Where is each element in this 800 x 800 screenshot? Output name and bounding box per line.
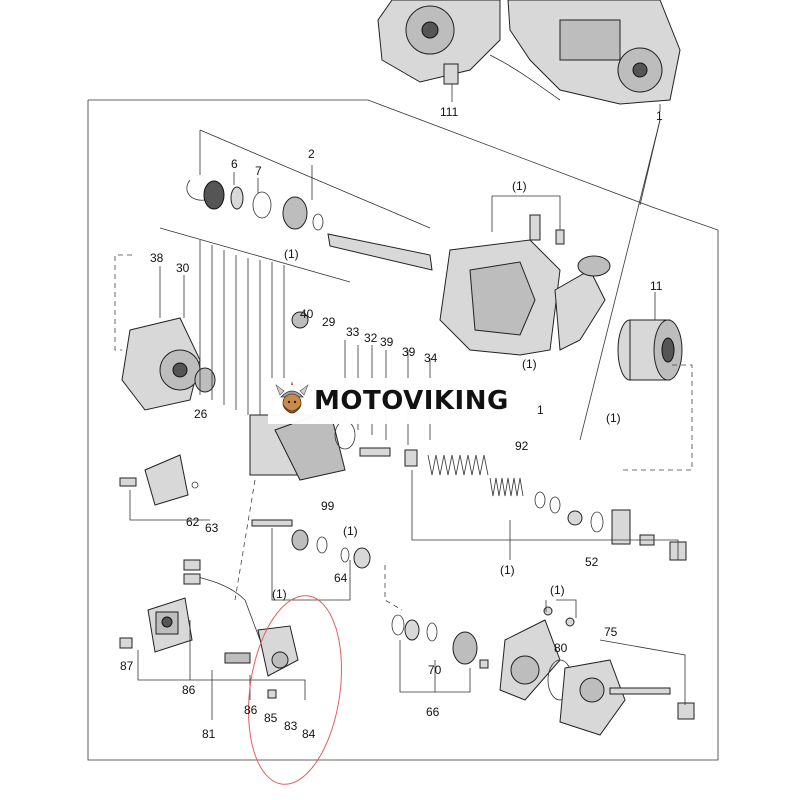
callout-34: 34: [424, 351, 438, 365]
callout-92: 92: [515, 439, 529, 453]
callout-30: 30: [176, 261, 190, 275]
diagram-frame: [87, 99, 719, 761]
callout-6: 6: [231, 157, 238, 171]
part-38-plate: [121, 317, 216, 411]
callout-1c: (1): [522, 357, 537, 371]
part-75-80-block: [499, 606, 695, 736]
watermark-banner: MOTOVIKING: [268, 378, 534, 424]
callout-1b: (1): [284, 247, 299, 261]
callout-1h: (1): [272, 587, 287, 601]
callout-32: 32: [364, 331, 378, 345]
callout-87: 87: [120, 659, 134, 673]
callout-75: 75: [604, 625, 618, 639]
callout-81: 81: [202, 727, 216, 741]
callout-7: 7: [255, 164, 262, 178]
callout-1e: (1): [606, 411, 621, 425]
callout-1-top: 1: [656, 109, 663, 123]
callout-11: 11: [650, 279, 663, 293]
part-66-70-rings: [391, 614, 489, 669]
callout-26: 26: [194, 407, 208, 421]
callout-86a: 86: [182, 683, 196, 697]
callout-1d: 1: [537, 403, 544, 417]
callout-38: 38: [150, 251, 164, 265]
callout-29: 29: [322, 315, 336, 329]
solenoid-group: [119, 559, 299, 699]
part-11-cylinder: [617, 319, 683, 381]
callout-66: 66: [426, 705, 440, 719]
callout-52: 52: [585, 555, 599, 569]
shaft-group: [186, 179, 433, 271]
callout-64: 64: [334, 571, 348, 585]
callout-39a: 39: [380, 335, 394, 349]
callout-83: 83: [284, 719, 298, 733]
callout-39b: 39: [402, 345, 416, 359]
callout-80: 80: [554, 641, 568, 655]
callout-1g: (1): [500, 563, 515, 577]
pump-assembly-top: [377, 0, 681, 105]
callout-62: 62: [186, 515, 200, 529]
callout-70: 70: [428, 663, 442, 677]
callout-1f: (1): [343, 524, 358, 538]
callout-63: 63: [205, 521, 219, 535]
highlight-circle: [248, 595, 342, 785]
pump-housing: [439, 214, 611, 356]
rod-group: [251, 519, 371, 569]
callout-1i: (1): [550, 583, 565, 597]
part-62-63: [119, 454, 199, 506]
callout-33: 33: [346, 325, 360, 339]
spring-group: [404, 449, 687, 561]
callout-1a: (1): [512, 179, 527, 193]
callout-111: 111: [440, 105, 459, 119]
callout-2: 2: [308, 147, 315, 161]
brand-name: MOTOVIKING: [314, 386, 509, 416]
viking-logo-icon: [275, 381, 309, 414]
callout-99: 99: [321, 499, 335, 513]
callout-84: 84: [302, 727, 316, 741]
callout-40: 40: [300, 307, 314, 321]
callout-85: 85: [264, 711, 278, 725]
callout-86b: 86: [244, 703, 258, 717]
valve-body: [249, 311, 391, 481]
